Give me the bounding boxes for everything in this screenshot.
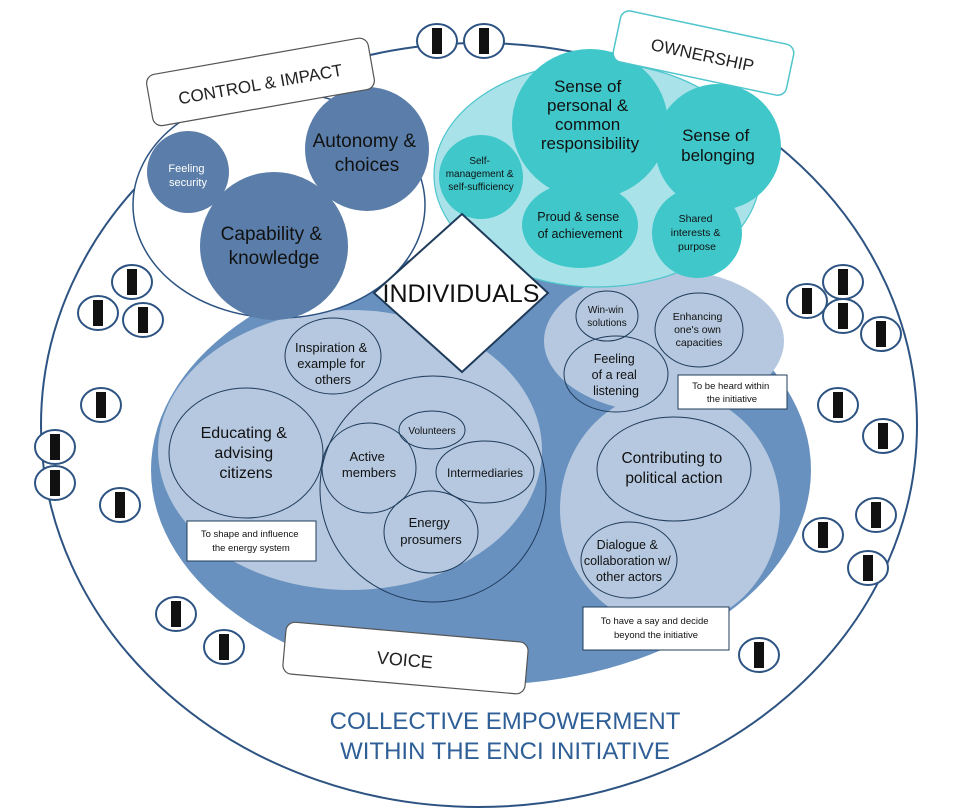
capability-text: Capability & knowledge <box>221 224 328 269</box>
political-text: Contributing to political action <box>621 450 726 487</box>
intermediaries-text: Intermediaries <box>447 466 523 480</box>
win-win-circle <box>575 290 639 342</box>
proud-bubble <box>522 182 638 268</box>
eye-icon <box>155 596 197 632</box>
responsibility-bubble <box>512 49 668 199</box>
say-note-text: To have a say and decide beyond the init… <box>601 616 711 641</box>
feeling-security-text: Feeling security <box>168 163 207 189</box>
shared-bubble <box>652 188 742 278</box>
political-circle <box>596 416 752 522</box>
volunteers-text: Volunteers <box>408 426 455 437</box>
footer-title-line1: COLLECTIVE EMPOWERMENT <box>330 708 681 735</box>
eye-icon <box>822 298 864 334</box>
active-members-circle <box>321 422 417 514</box>
belonging-bubble <box>655 84 781 210</box>
eye-icon <box>203 629 245 665</box>
members-outer-circle <box>319 375 547 603</box>
dialogue-circle <box>580 521 678 599</box>
eye-icon <box>822 264 864 300</box>
prosumers-text: Energy prosumers <box>400 515 462 547</box>
eye-icon <box>786 283 828 319</box>
win-win-text: Win-win solutions <box>587 305 626 329</box>
eye-icon <box>802 517 844 553</box>
individuals-diamond <box>372 212 550 374</box>
eye-icon <box>34 465 76 501</box>
eye-icon <box>463 23 505 59</box>
voice-label-box <box>282 621 529 695</box>
eyes-group <box>34 23 904 673</box>
heard-note-text: To be heard within the initiative <box>692 381 772 405</box>
eye-icon <box>416 23 458 59</box>
intermediaries-circle <box>435 440 535 504</box>
enhancing-text: Enhancing one's own capacities <box>673 311 726 349</box>
volunteers-circle <box>398 410 466 450</box>
active-members-text: Active members <box>342 449 397 480</box>
self-management-bubble <box>439 135 523 219</box>
eye-icon <box>817 387 859 423</box>
belonging-text: Sense of belonging <box>681 126 755 165</box>
autonomy-bubble <box>305 87 429 211</box>
responsibility-text: Sense of personal & common responsibilit… <box>541 77 640 153</box>
listening-circle <box>563 335 669 413</box>
listening-text: Feeling of a real listening <box>592 352 641 398</box>
educating-circle <box>168 387 324 519</box>
educating-text: Educating & advising citizens <box>201 425 292 482</box>
eye-icon <box>738 637 780 673</box>
inspiration-circle <box>284 317 382 395</box>
enhancing-circle <box>654 292 744 368</box>
control-impact-label-box <box>146 37 375 127</box>
eye-icon <box>99 487 141 523</box>
eye-icon <box>847 550 889 586</box>
voice-left-area <box>158 310 542 590</box>
footer-title-line2: WITHIN THE ENCI INITIATIVE <box>340 738 670 765</box>
shape-note-text: To shape and influence the energy system <box>201 529 301 554</box>
eye-icon <box>122 302 164 338</box>
eye-icon <box>34 429 76 465</box>
eye-icon <box>855 497 897 533</box>
eye-icon <box>862 418 904 454</box>
shared-text: Shared interests & purpose <box>671 213 724 253</box>
heard-note-box <box>677 374 788 410</box>
eye-icon <box>860 316 902 352</box>
eye-icon <box>80 387 122 423</box>
voice-right-bottom-area <box>560 391 780 627</box>
autonomy-text: Autonomy & choices <box>313 131 422 176</box>
self-management-text: Self- management & self-sufficiency <box>446 156 517 193</box>
prosumers-circle <box>383 490 479 574</box>
capability-bubble <box>200 172 348 320</box>
dialogue-text: Dialogue & collaboration w/ other actors <box>584 538 674 584</box>
say-note-box <box>582 606 730 651</box>
eye-icon <box>111 264 153 300</box>
shape-note-box <box>186 520 317 562</box>
voice-label: VOICE <box>376 648 434 673</box>
eye-icon <box>77 295 119 331</box>
individuals-label: INDIVIDUALS <box>383 280 540 308</box>
inspiration-text: Inspiration & example for others <box>295 340 371 387</box>
feeling-security-bubble <box>147 131 229 213</box>
proud-text: Proud & sense of achievement <box>537 210 623 241</box>
ownership-label-box <box>612 10 795 97</box>
